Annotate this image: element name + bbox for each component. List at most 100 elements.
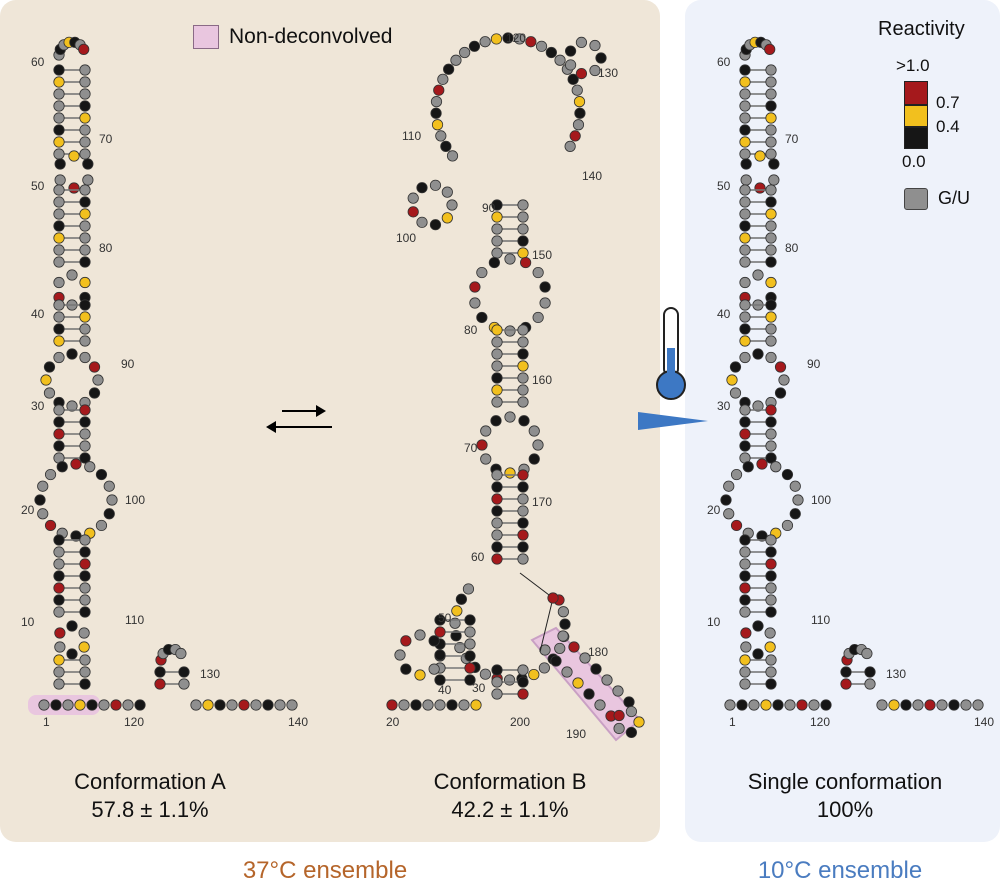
single-conformation-value: 100% <box>816 797 874 822</box>
conf-b-position-label: 130 <box>598 66 618 80</box>
nucleotide <box>53 534 65 546</box>
conf-a-position-label: 1 <box>43 715 50 729</box>
conf-a-position-label: 140 <box>288 715 308 729</box>
conf-b-position-label: 30 <box>472 681 486 695</box>
nucleotide <box>53 440 65 452</box>
nucleotide <box>53 351 65 364</box>
nucleotide <box>476 439 488 451</box>
nucleotide <box>502 32 514 44</box>
nucleotide <box>740 174 752 186</box>
nucleotide <box>765 570 777 582</box>
conf-b-position-label: 190 <box>566 727 586 741</box>
nucleotide <box>625 726 637 739</box>
nucleotide <box>79 220 91 232</box>
cooling-arrow-icon <box>638 412 708 430</box>
nucleotide <box>464 662 476 674</box>
nucleotide <box>79 196 91 208</box>
nucleotide <box>262 699 274 711</box>
nucleotide <box>739 64 751 76</box>
nucleotide <box>924 699 936 711</box>
nucleotide <box>513 33 526 45</box>
nucleotide <box>40 374 52 386</box>
nucleotide <box>765 440 777 452</box>
nucleotide <box>739 678 751 690</box>
nucleotide <box>765 88 777 100</box>
nucleotide <box>462 583 475 595</box>
conf-b-position-label: 150 <box>532 248 552 262</box>
single-conformation-name: Single conformation <box>747 769 943 794</box>
nucleotide <box>517 396 529 408</box>
nucleotide <box>491 481 503 493</box>
nucleotide <box>53 594 65 606</box>
nucleotide <box>491 676 503 688</box>
nucleotide <box>820 699 832 711</box>
nucleotide <box>53 148 65 160</box>
nucleotide <box>564 45 577 57</box>
nucleotide <box>739 440 751 452</box>
nucleotide <box>491 336 503 348</box>
nucleotide <box>789 480 801 492</box>
nucleotide <box>491 396 503 408</box>
nucleotide <box>583 688 595 700</box>
conf-b-position-label: 100 <box>396 231 416 245</box>
gu-label: G/U <box>938 188 971 208</box>
nucleotide <box>520 256 532 269</box>
nucleotide <box>53 88 65 100</box>
nucleotide <box>434 626 446 638</box>
nucleotide <box>435 130 447 142</box>
warm-ensemble-label: 37°C ensemble <box>242 857 408 884</box>
conf-b-position-label: 160 <box>532 373 552 387</box>
nucleotide <box>765 594 777 606</box>
nucleotide <box>407 206 419 218</box>
nucleotide <box>912 699 924 711</box>
nucleotide <box>226 699 238 711</box>
nucleotide <box>79 112 91 124</box>
nucleotide <box>103 480 115 492</box>
nucleotide <box>539 281 551 293</box>
nucleotide <box>765 416 777 428</box>
nucleotide <box>736 699 748 711</box>
nucleotide <box>739 76 751 88</box>
nucleotide <box>490 33 503 45</box>
nucleotide <box>564 59 577 71</box>
nucleotide <box>595 52 607 64</box>
nucleotide <box>422 699 434 711</box>
nucleotide <box>756 458 768 470</box>
nucleotide <box>53 208 65 220</box>
nucleotide <box>726 374 738 386</box>
equilibrium-arrows-icon <box>266 405 332 433</box>
nucleotide <box>479 36 491 48</box>
nucleotide <box>480 453 492 465</box>
nucleotide <box>110 699 122 711</box>
nucleotide <box>464 614 476 626</box>
nucleotide <box>53 335 65 347</box>
nucleotide <box>504 467 516 479</box>
nucleotide <box>286 699 298 711</box>
single-position-label: 1 <box>729 715 736 729</box>
nucleotide <box>550 655 562 667</box>
nucleotide <box>37 480 49 492</box>
nucleotide <box>53 666 65 678</box>
nucleotide <box>443 63 455 75</box>
nucleotide <box>752 348 764 360</box>
nucleotide <box>491 360 503 372</box>
non-deconvolved-legend: Non-deconvolved <box>193 24 392 50</box>
nucleotide <box>464 674 476 686</box>
single-position-label: 50 <box>717 179 731 193</box>
nucleotide <box>428 635 440 647</box>
nucleotide <box>765 112 777 124</box>
nucleotide <box>554 54 566 66</box>
nucleotide <box>517 664 529 676</box>
nucleotide <box>79 323 91 335</box>
nucleotide <box>765 256 777 268</box>
nucleotide <box>742 461 754 473</box>
nucleotide <box>765 311 777 323</box>
nucleotide <box>752 269 764 281</box>
nucleotide <box>238 699 250 711</box>
nucleotide <box>613 722 625 735</box>
conf-b-position-label: 50 <box>438 611 452 625</box>
nucleotide <box>739 594 751 606</box>
reactivity-legend: Reactivity >1.0 0.7 0.4 0.0 G/U <box>878 18 998 218</box>
single-position-label: 40 <box>717 307 731 321</box>
